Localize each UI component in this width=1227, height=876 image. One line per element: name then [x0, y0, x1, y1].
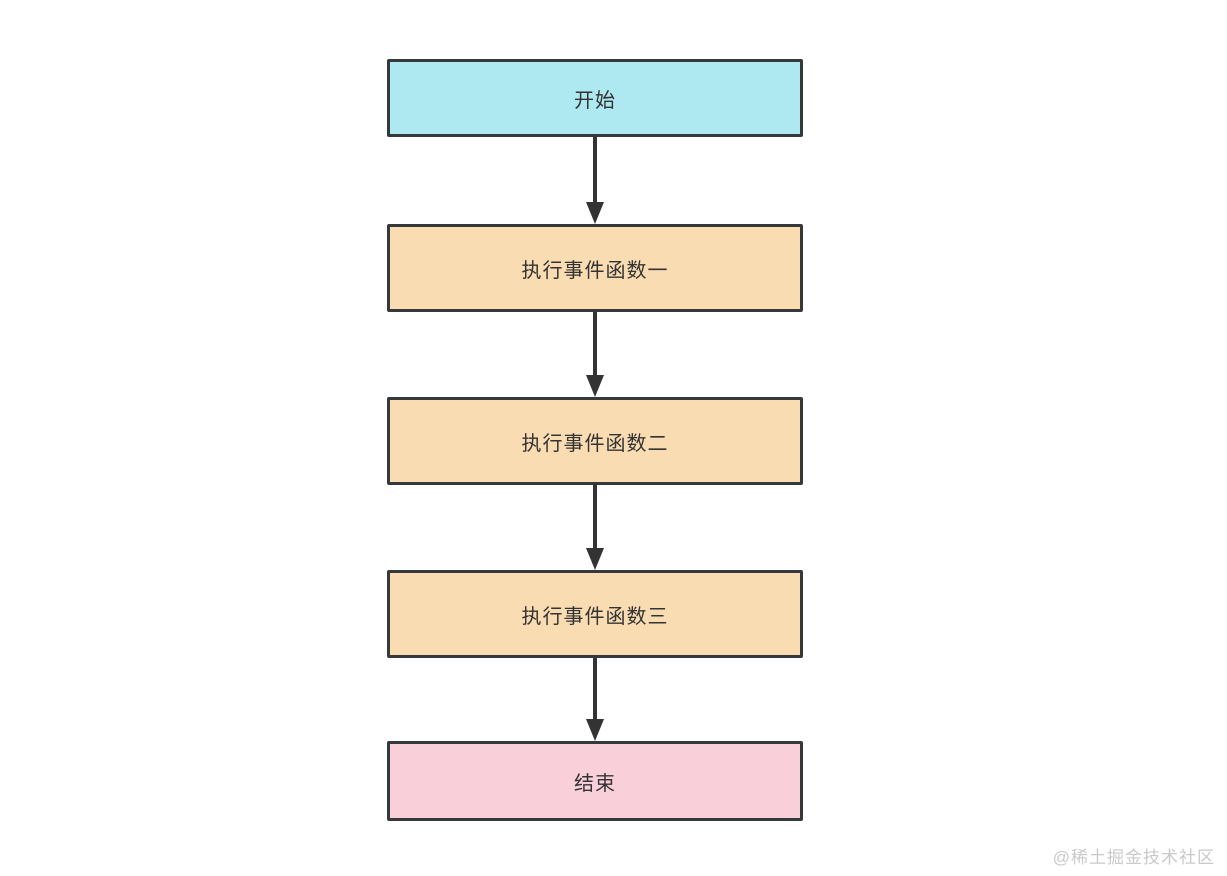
flow-node-start-label: 开始	[574, 89, 616, 112]
flow-arrowhead-icon	[586, 548, 604, 570]
flow-arrowhead-icon	[586, 202, 604, 224]
flow-node-step-3: 执行事件函数三	[387, 570, 803, 658]
flow-node-step-2-label: 执行事件函数二	[521, 432, 669, 455]
flow-node-start: 开始	[387, 59, 803, 137]
flow-node-step-1-label: 执行事件函数一	[521, 259, 669, 282]
watermark: @稀土掘金技术社区	[1052, 848, 1215, 867]
flow-node-end: 结束	[387, 741, 803, 821]
flow-node-step-2: 执行事件函数二	[387, 397, 803, 485]
flow-node-end-label: 结束	[574, 772, 616, 795]
flow-node-step-3-label: 执行事件函数三	[521, 605, 669, 628]
flow-arrowhead-icon	[586, 719, 604, 741]
flow-node-step-1: 执行事件函数一	[387, 224, 803, 312]
flow-arrowhead-icon	[586, 375, 604, 397]
